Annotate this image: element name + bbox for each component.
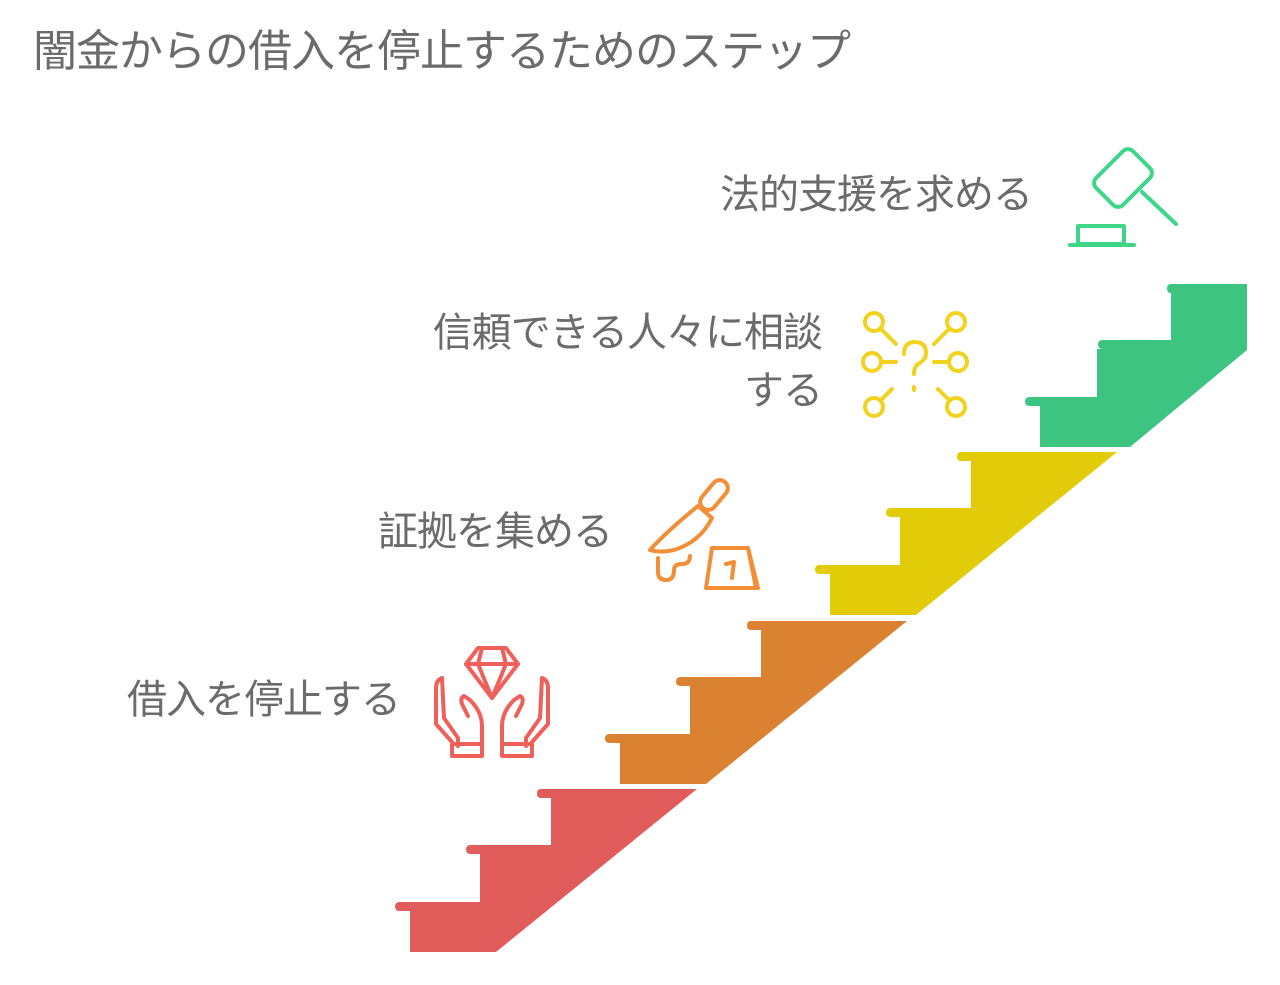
stair-step-4 [1025, 284, 1247, 447]
step-1-label: 借入を停止する [127, 677, 401, 723]
step-3-label-line-1: 信頼できる人々に相談 [432, 310, 823, 356]
page-title: 闇金からの借入を停止するためのステップ [33, 26, 851, 77]
hands-diamond-icon [434, 646, 550, 758]
step-4-label: 法的支援を求める [720, 172, 1033, 218]
question-network-icon [861, 311, 969, 418]
step-3-label-line-2: する [744, 368, 823, 414]
stair-step-2 [605, 621, 907, 784]
step-3-label: 信頼できる人々に相談 する [432, 304, 823, 420]
stair-step-3 [815, 452, 1117, 615]
gavel-icon [1068, 147, 1178, 247]
stair-step-1 [395, 789, 697, 952]
step-2-label: 証拠を集める [378, 509, 613, 555]
knife-evidence-icon [648, 478, 760, 590]
